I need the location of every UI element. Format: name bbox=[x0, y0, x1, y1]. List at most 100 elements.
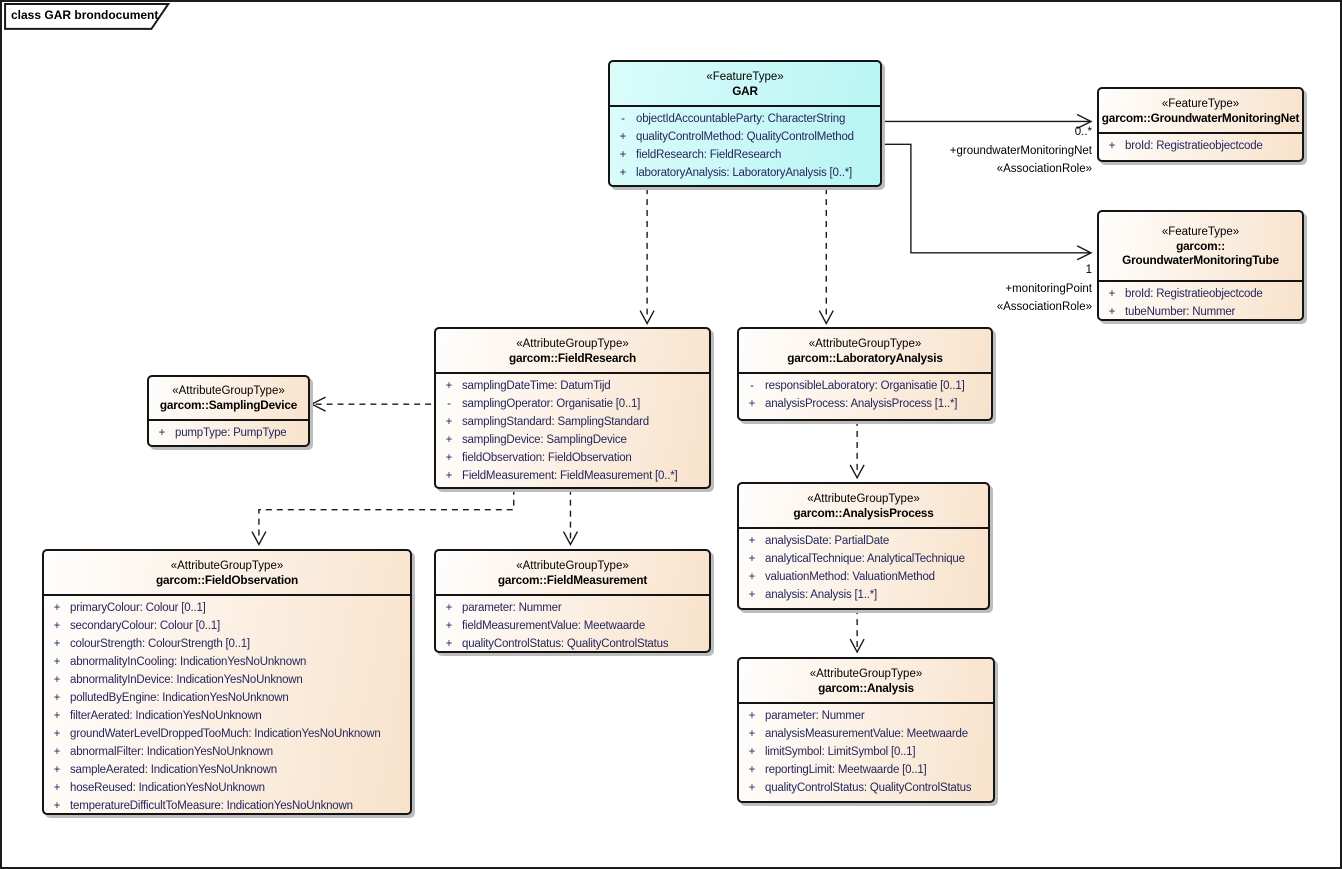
attribute-text: analysisMeasurementValue: Meetwaarde bbox=[765, 728, 968, 740]
class-box-fieldobservation[interactable]: «AttributeGroupType» garcom::FieldObserv… bbox=[42, 549, 412, 815]
attribute-visibility: + bbox=[445, 452, 453, 464]
attribute-text: pollutedByEngine: IndicationYesNoUnknown bbox=[70, 692, 289, 704]
role-stereotype: «AssociationRole» bbox=[996, 301, 1092, 313]
class-name: garcom::GroundwaterMonitoringNet bbox=[1101, 110, 1300, 125]
attribute-text: broId: Registratieobjectcode bbox=[1125, 288, 1263, 300]
class-attributes: +broId: Registratieobjectcode+tubeNumber… bbox=[1099, 282, 1302, 319]
attribute-text: qualityControlStatus: QualityControlStat… bbox=[765, 782, 972, 794]
attribute-row: +qualityControlMethod: QualityControlMet… bbox=[610, 128, 880, 146]
class-header: «AttributeGroupType» garcom::Analysis bbox=[739, 659, 993, 704]
attribute-row: + pumpType: PumpType bbox=[149, 424, 308, 442]
attribute-visibility: + bbox=[53, 764, 61, 776]
attribute-visibility: + bbox=[445, 602, 453, 614]
attribute-text: samplingOperator: Organisatie [0..1] bbox=[462, 398, 641, 410]
dep-fieldresearch-fieldobservation bbox=[251, 488, 515, 546]
attribute-visibility: + bbox=[53, 692, 61, 704]
attribute-visibility: + bbox=[158, 427, 166, 439]
attribute-visibility: + bbox=[53, 800, 61, 812]
class-name: garcom::LaboratoryAnalysis bbox=[787, 350, 943, 365]
attribute-text: temperatureDifficultToMeasure: Indicatio… bbox=[70, 800, 353, 812]
attribute-text: hoseReused: IndicationYesNoUnknown bbox=[70, 782, 265, 794]
attribute-text: laboratoryAnalysis: LaboratoryAnalysis [… bbox=[636, 167, 852, 179]
attribute-visibility: + bbox=[53, 710, 61, 722]
attribute-row: +tubeNumber: Nummer bbox=[1099, 303, 1302, 319]
class-attributes: +broId: Registratieobjectcode bbox=[1099, 134, 1302, 160]
attribute-text: sampleAerated: IndicationYesNoUnknown bbox=[70, 764, 277, 776]
attribute-text: analyticalTechnique: AnalyticalTechnique bbox=[765, 553, 965, 565]
assoc-label-monitoringpoint: 1 +monitoringPoint «AssociationRole» bbox=[922, 261, 1092, 317]
class-attributes: + pumpType: PumpType bbox=[149, 421, 308, 445]
attribute-text: limitSymbol: LimitSymbol [0..1] bbox=[765, 746, 916, 758]
dep-fieldresearch-fieldmeasurement bbox=[562, 488, 579, 546]
attribute-visibility: + bbox=[748, 782, 756, 794]
attribute-visibility: + bbox=[53, 728, 61, 740]
class-box-samplingdevice[interactable]: «AttributeGroupType» garcom::SamplingDev… bbox=[147, 375, 310, 447]
attribute-visibility: + bbox=[748, 535, 756, 547]
attribute-visibility: + bbox=[53, 602, 61, 614]
attribute-row: + temperatureDifficultToMeasure: Indicati… bbox=[44, 797, 410, 813]
class-stereotype: «FeatureType» bbox=[1161, 226, 1240, 238]
attribute-text: parameter: Nummer bbox=[765, 710, 865, 722]
class-name: garcom::SamplingDevice bbox=[159, 398, 298, 412]
class-box-gar[interactable]: «FeatureType» GAR -objectIdAccountablePa… bbox=[608, 60, 882, 187]
attribute-text: fieldMeasurementValue: Meetwaarde bbox=[462, 620, 646, 632]
attribute-text: objectIdAccountableParty: CharacterStrin… bbox=[636, 113, 846, 125]
multiplicity: 1 bbox=[1085, 264, 1092, 276]
attribute-visibility: + bbox=[53, 674, 61, 686]
attribute-visibility: + bbox=[748, 571, 756, 583]
attribute-text: valuationMethod: ValuationMethod bbox=[765, 571, 935, 583]
class-box-groundwatermonitoringnet[interactable]: «FeatureType» garcom::GroundwaterMonitor… bbox=[1097, 87, 1304, 162]
attribute-row: + qualityControlStatus: QualityControlSta… bbox=[739, 779, 993, 797]
attribute-row: +analysis: Analysis [1..*] bbox=[739, 586, 988, 604]
class-name: garcom::FieldMeasurement bbox=[497, 572, 648, 587]
class-name: garcom::AnalysisProcess bbox=[793, 505, 934, 520]
attribute-visibility: + bbox=[445, 638, 453, 650]
attribute-text: tubeNumber: Nummer bbox=[1125, 306, 1236, 318]
class-header: «FeatureType» garcom::GroundwaterMonitor… bbox=[1099, 212, 1302, 282]
attribute-visibility: + bbox=[53, 620, 61, 632]
attribute-row: +samplingStandard: SamplingStandard bbox=[436, 413, 709, 431]
class-box-fieldresearch[interactable]: «AttributeGroupType» garcom::FieldResear… bbox=[434, 327, 711, 489]
attribute-text: qualityControlMethod: QualityControlMeth… bbox=[636, 131, 854, 143]
attribute-row: +primaryColour: Colour [0..1] bbox=[44, 599, 410, 617]
attribute-visibility: + bbox=[445, 470, 453, 482]
class-header: «AttributeGroupType» garcom::SamplingDev… bbox=[149, 377, 308, 421]
attribute-text: fieldObservation: FieldObservation bbox=[462, 452, 632, 464]
attribute-text: abnormalityInCooling: IndicationYesNoUnk… bbox=[70, 656, 307, 668]
class-box-groundwatermonitoringtube[interactable]: «FeatureType» garcom::GroundwaterMonitor… bbox=[1097, 210, 1304, 321]
attribute-text: samplingStandard: SamplingStandard bbox=[462, 416, 649, 428]
attribute-text: colourStrength: ColourStrength [0..1] bbox=[70, 638, 250, 650]
attribute-row: +reportingLimit: Meetwaarde [0..1] bbox=[739, 761, 993, 779]
attribute-row: +FieldMeasurement: FieldMeasurement [0..… bbox=[436, 467, 709, 485]
role-name: +monitoringPoint bbox=[1005, 282, 1092, 295]
class-box-laboratoryanalysis[interactable]: «AttributeGroupType» garcom::LaboratoryA… bbox=[737, 327, 993, 421]
class-box-analysisprocess[interactable]: «AttributeGroupType» garcom::AnalysisPro… bbox=[737, 482, 990, 610]
class-attributes: -objectIdAccountableParty: CharacterStri… bbox=[610, 107, 880, 185]
class-name: garcom::Analysis bbox=[818, 680, 914, 695]
attribute-visibility: + bbox=[53, 782, 61, 794]
attribute-visibility: + bbox=[53, 746, 61, 758]
class-name: garcom::GroundwaterMonitoringTube bbox=[1122, 239, 1279, 267]
attribute-text: fieldResearch: FieldResearch bbox=[636, 149, 782, 161]
attribute-text: samplingDateTime: DatumTijd bbox=[462, 380, 611, 392]
class-name: garcom::FieldResearch bbox=[509, 350, 636, 365]
class-stereotype: «AttributeGroupType» bbox=[516, 337, 629, 350]
attribute-text: pumpType: PumpType bbox=[175, 427, 287, 439]
attribute-row: +abnormalityInCooling: IndicationYesNoUn… bbox=[44, 653, 410, 671]
attribute-visibility: + bbox=[748, 710, 756, 722]
attribute-row: +analysisMeasurementValue: Meetwaarde bbox=[739, 725, 993, 743]
attribute-row: +groundWaterLevelDroppedTooMuch: Indicat… bbox=[44, 725, 410, 743]
attribute-row: +laboratoryAnalysis: LaboratoryAnalysis … bbox=[610, 164, 880, 182]
class-attributes: +parameter: Nummer+analysisMeasurementVa… bbox=[739, 704, 993, 801]
attribute-text: responsibleLaboratory: Organisatie [0..1… bbox=[765, 380, 965, 392]
class-attributes: +samplingDateTime: DatumTijd-samplingOpe… bbox=[436, 374, 709, 487]
dep-fieldresearch-samplingdevice bbox=[310, 396, 432, 412]
attribute-row: + fieldObservation: FieldObservation bbox=[436, 449, 709, 467]
attribute-row: +analyticalTechnique: AnalyticalTechniqu… bbox=[739, 550, 988, 568]
class-box-fieldmeasurement[interactable]: «AttributeGroupType» garcom::FieldMeasur… bbox=[434, 549, 711, 653]
attribute-row: +colourStrength: ColourStrength [0..1] bbox=[44, 635, 410, 653]
class-box-analysis[interactable]: «AttributeGroupType» garcom::Analysis + p… bbox=[737, 657, 995, 803]
attribute-visibility: + bbox=[445, 620, 453, 632]
class-stereotype: «AttributeGroupType» bbox=[809, 667, 923, 680]
attribute-row: +filterAerated: IndicationYesNoUnknown bbox=[44, 707, 410, 725]
